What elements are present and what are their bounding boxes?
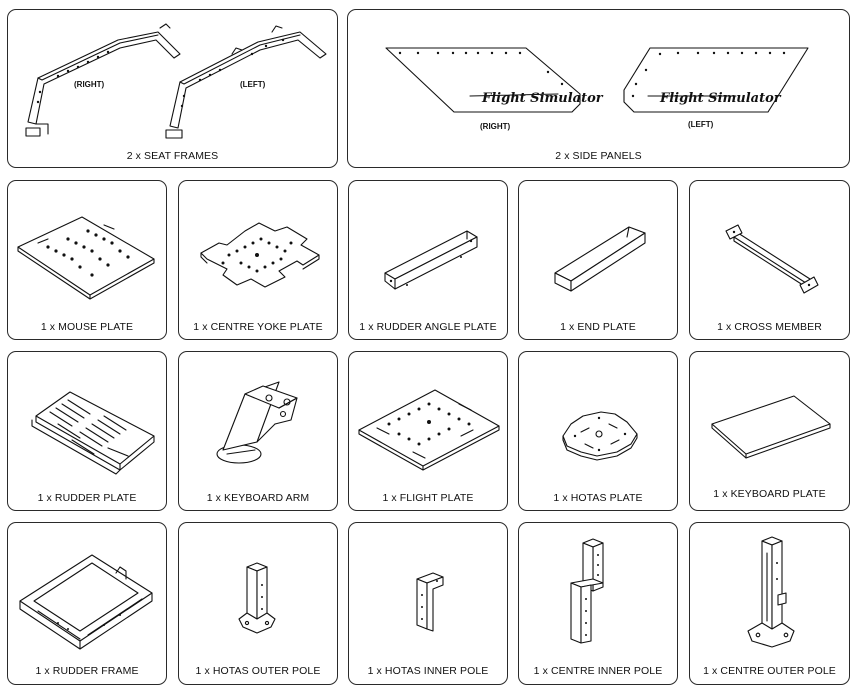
centre-outer-pole-drawing xyxy=(747,536,795,648)
rudder-frame-drawing xyxy=(19,554,153,650)
end-plate-caption: 1 x END PLATE xyxy=(560,321,636,333)
card-rudder-angle-plate: 1 x RUDDER ANGLE PLATE xyxy=(348,180,508,340)
mouse-plate-drawing xyxy=(17,216,155,300)
keyboard-plate-caption: 1 x KEYBOARD PLATE xyxy=(713,488,826,500)
side-panel-left-label: (LEFT) xyxy=(688,120,714,129)
seat-frames-caption: 2 x SEAT FRAMES xyxy=(126,150,219,162)
rudder-plate-drawing xyxy=(31,391,155,475)
card-hotas-inner-pole: 1 x HOTAS INNER POLE xyxy=(348,522,508,685)
centre-inner-pole-caption: 1 x CENTRE INNER POLE xyxy=(533,665,663,677)
hotas-outer-pole-drawing xyxy=(238,562,276,634)
right-panel-logo: Flight Simulator xyxy=(481,91,604,106)
card-centre-outer-pole: 1 x CENTRE OUTER POLE xyxy=(689,522,850,685)
card-rudder-frame: 1 x RUDDER FRAME xyxy=(7,522,167,685)
hotas-inner-pole-caption: 1 x HOTAS INNER POLE xyxy=(367,665,489,677)
centre-yoke-plate-drawing xyxy=(200,222,320,288)
card-hotas-outer-pole: 1 x HOTAS OUTER POLE xyxy=(178,522,338,685)
card-centre-inner-pole: 1 x CENTRE INNER POLE xyxy=(518,522,678,685)
rudder-angle-plate-caption: 1 x RUDDER ANGLE PLATE xyxy=(359,321,497,333)
card-rudder-plate: 1 x RUDDER PLATE xyxy=(7,351,167,511)
centre-yoke-plate-caption: 1 x CENTRE YOKE PLATE xyxy=(193,321,323,333)
card-keyboard-arm: 1 x KEYBOARD ARM xyxy=(178,351,338,511)
flight-plate-drawing xyxy=(358,389,500,471)
cross-member-drawing xyxy=(725,224,819,294)
hotas-plate-drawing xyxy=(562,411,638,461)
hotas-plate-caption: 1 x HOTAS PLATE xyxy=(553,492,643,504)
card-flight-plate: 1 x FLIGHT PLATE xyxy=(348,351,508,511)
card-side-panels: Flight Simulator Flight Simulator (RIGHT… xyxy=(347,9,850,168)
seat-frame-left-label: (LEFT) xyxy=(240,80,266,89)
keyboard-arm-caption: 1 x KEYBOARD ARM xyxy=(206,492,310,504)
rudder-frame-caption: 1 x RUDDER FRAME xyxy=(35,665,139,677)
hotas-outer-pole-caption: 1 x HOTAS OUTER POLE xyxy=(195,665,321,677)
side-panel-right-label: (RIGHT) xyxy=(480,122,511,131)
card-seat-frames: (RIGHT) (LEFT) 2 x SEAT FRAMES xyxy=(7,9,338,168)
card-hotas-plate: 1 x HOTAS PLATE xyxy=(518,351,678,511)
seat-frame-right-label: (RIGHT) xyxy=(74,80,105,89)
rudder-plate-caption: 1 x RUDDER PLATE xyxy=(37,492,137,504)
keyboard-arm-drawing xyxy=(216,381,298,464)
mouse-plate-caption: 1 x MOUSE PLATE xyxy=(40,321,134,333)
card-keyboard-plate: 1 x KEYBOARD PLATE xyxy=(689,351,850,511)
card-end-plate: 1 x END PLATE xyxy=(518,180,678,340)
rudder-angle-plate-drawing xyxy=(384,230,478,290)
card-cross-member: 1 x CROSS MEMBER xyxy=(689,180,850,340)
seat-frames-drawing xyxy=(25,23,327,139)
side-panels-drawing: Flight Simulator Flight Simulator xyxy=(385,47,809,113)
centre-inner-pole-drawing xyxy=(570,538,604,644)
flight-plate-caption: 1 x FLIGHT PLATE xyxy=(382,492,474,504)
centre-outer-pole-caption: 1 x CENTRE OUTER POLE xyxy=(703,665,836,677)
cross-member-caption: 1 x CROSS MEMBER xyxy=(717,321,822,333)
hotas-inner-pole-drawing xyxy=(416,572,444,632)
keyboard-plate-drawing xyxy=(711,395,831,459)
end-plate-drawing xyxy=(554,226,646,292)
card-mouse-plate: 1 x MOUSE PLATE xyxy=(7,180,167,340)
side-panels-caption: 2 x SIDE PANELS xyxy=(555,150,642,162)
left-panel-logo: Flight Simulator xyxy=(659,91,782,106)
card-centre-yoke-plate: 1 x CENTRE YOKE PLATE xyxy=(178,180,338,340)
